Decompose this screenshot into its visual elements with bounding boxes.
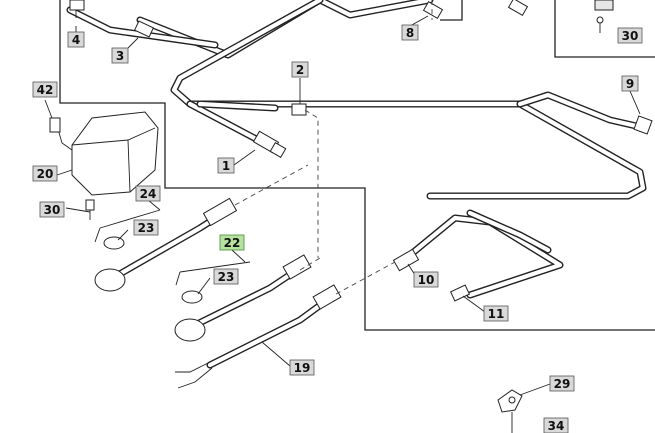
- callout-8-label: 8: [406, 26, 414, 40]
- callout-11: 11: [483, 305, 509, 322]
- callout-20-label: 20: [37, 167, 54, 181]
- connector-4: [69, 0, 85, 18]
- bolt-30-top: [594, 0, 614, 33]
- connector-8: [422, 0, 529, 20]
- callout-3: 3: [111, 47, 129, 64]
- callout-1-label: 1: [222, 159, 230, 173]
- callout-10: 10: [413, 271, 439, 288]
- callout-4: 4: [67, 31, 85, 48]
- callout-9: 9: [621, 75, 639, 92]
- connector-3: [133, 20, 155, 38]
- sensor-cable-24: [94, 197, 238, 292]
- boundary-lines: [59, 0, 655, 331]
- callout-2-label: 2: [296, 63, 304, 77]
- callout-11-label: 11: [488, 307, 505, 321]
- callout-29: 29: [549, 375, 575, 392]
- callout-29-label: 29: [554, 377, 571, 391]
- connector-11: [449, 284, 471, 302]
- callout-22-label: 22: [224, 236, 241, 250]
- connector-1: [252, 130, 287, 159]
- callout-23-lower-label: 23: [218, 270, 235, 284]
- control-module: [49, 111, 159, 196]
- callout-leaders: [44, 15, 641, 396]
- callout-30-top-label: 30: [622, 29, 639, 43]
- callout-4-label: 4: [72, 33, 80, 47]
- clamp-29: [497, 389, 523, 433]
- callout-19: 19: [289, 359, 315, 376]
- callout-30-left: 30: [39, 201, 65, 218]
- bolt-30-left: [65, 199, 95, 220]
- callout-42: 42: [32, 81, 58, 98]
- cable-19: [175, 284, 342, 389]
- callout-3-label: 3: [116, 49, 124, 63]
- callout-23-upper-label: 23: [138, 221, 155, 235]
- connector-2: [291, 103, 307, 116]
- callout-2: 2: [291, 61, 309, 78]
- leader-lines: [234, 0, 433, 295]
- connector-10: [392, 248, 420, 272]
- callout-22: 22: [219, 234, 245, 251]
- sensor-cable-22: [174, 254, 312, 342]
- callout-1: 1: [217, 157, 235, 174]
- callout-24: 24: [135, 185, 161, 202]
- callout-23-upper: 23: [133, 219, 159, 236]
- main-harness-cable: [66, 0, 649, 299]
- connector-9: [633, 115, 653, 135]
- callout-20: 20: [32, 165, 58, 182]
- callout-23-lower: 23: [213, 268, 239, 285]
- callout-10-label: 10: [418, 273, 435, 287]
- callout-19-label: 19: [294, 361, 311, 375]
- callout-24-label: 24: [140, 187, 157, 201]
- callout-9-label: 9: [626, 77, 634, 91]
- callout-34-label: 34: [548, 419, 565, 433]
- callout-42-label: 42: [37, 83, 54, 97]
- callout-30-top: 30: [617, 27, 643, 44]
- callout-8: 8: [401, 24, 419, 41]
- callout-30-left-label: 30: [44, 203, 61, 217]
- callout-34: 34: [543, 417, 569, 433]
- callouts: 4 3 8 30 2 9 42 1: [32, 24, 643, 433]
